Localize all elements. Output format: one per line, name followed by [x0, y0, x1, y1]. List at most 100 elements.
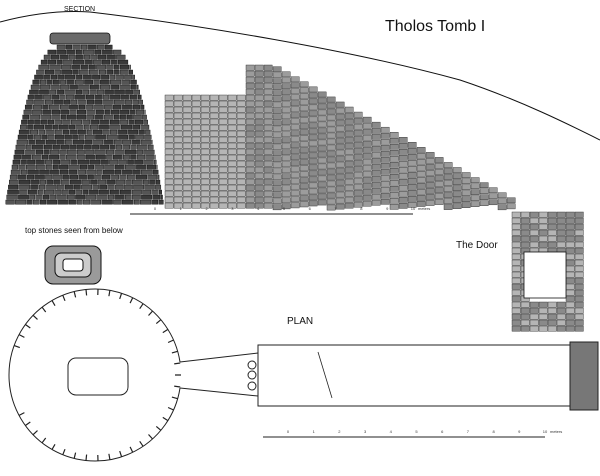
stone — [69, 179, 82, 185]
stone — [326, 204, 336, 211]
stone — [76, 154, 86, 160]
stone — [65, 44, 73, 50]
stone — [109, 119, 120, 125]
stone — [209, 124, 219, 131]
stone — [89, 89, 97, 95]
stone — [109, 159, 119, 165]
stone — [143, 119, 149, 125]
stone — [173, 148, 183, 155]
stone — [106, 64, 114, 70]
stone — [182, 184, 192, 191]
stone — [121, 124, 133, 130]
stone — [227, 160, 237, 167]
stone — [104, 164, 115, 170]
stone — [109, 94, 121, 100]
stone — [112, 104, 122, 110]
stone — [479, 194, 489, 201]
stone — [131, 139, 141, 145]
stone — [380, 126, 390, 133]
stone — [32, 144, 44, 150]
stone — [281, 107, 291, 114]
stone — [574, 217, 584, 224]
stone — [371, 193, 381, 200]
stone — [470, 195, 480, 201]
stone — [254, 106, 264, 113]
stone — [272, 144, 282, 151]
stone — [69, 84, 78, 90]
stone — [49, 89, 57, 95]
stone — [416, 147, 426, 153]
stone — [110, 189, 120, 195]
stone — [29, 114, 41, 120]
stone — [156, 179, 161, 185]
stone — [94, 99, 103, 105]
stone — [398, 149, 408, 155]
stone — [218, 154, 228, 161]
stone — [326, 144, 336, 151]
stone — [115, 179, 126, 185]
stone — [254, 70, 264, 77]
stone — [76, 114, 87, 120]
stone — [182, 154, 192, 161]
stone — [443, 168, 453, 174]
stone — [102, 129, 110, 135]
stone — [227, 190, 237, 197]
stone — [380, 192, 390, 199]
stone — [191, 166, 201, 173]
stone — [520, 217, 530, 224]
stone — [371, 121, 381, 128]
stone — [119, 109, 129, 115]
stone — [140, 104, 145, 110]
stone — [62, 129, 70, 135]
scale-tick-label: 3 — [231, 206, 234, 211]
stone — [511, 313, 521, 320]
stone — [66, 49, 76, 55]
stone — [389, 161, 399, 168]
stone — [100, 74, 110, 80]
stone — [371, 175, 381, 182]
stone — [218, 172, 228, 179]
stone — [254, 148, 264, 155]
stone — [547, 313, 557, 320]
stone — [398, 155, 408, 161]
scale-tick-label: 2 — [338, 429, 341, 434]
stone — [556, 223, 566, 230]
stone — [125, 89, 133, 95]
stone — [398, 161, 408, 167]
stone — [353, 159, 363, 166]
stone — [164, 190, 174, 197]
stone — [236, 172, 246, 179]
stone — [511, 229, 521, 236]
stone — [362, 158, 372, 165]
stone — [209, 166, 219, 173]
stone — [209, 202, 219, 209]
stone — [209, 142, 219, 149]
stone — [43, 54, 51, 60]
stone — [55, 134, 65, 140]
stone — [200, 94, 210, 101]
stone — [263, 202, 273, 209]
stone — [25, 144, 32, 150]
stone — [173, 106, 183, 113]
stone — [335, 155, 345, 162]
stone — [64, 89, 76, 95]
stone — [434, 157, 444, 163]
stone — [565, 301, 575, 308]
stone — [254, 196, 264, 203]
stone — [209, 130, 219, 137]
stone — [149, 179, 156, 185]
stone — [88, 64, 96, 70]
stone — [128, 134, 135, 140]
stone — [556, 211, 566, 218]
stone — [254, 112, 264, 119]
stone — [326, 162, 336, 169]
stone — [245, 70, 255, 77]
stone — [452, 167, 462, 173]
stone — [335, 137, 345, 144]
stone — [191, 184, 201, 191]
stone — [83, 54, 90, 60]
stone — [14, 149, 25, 155]
stone — [131, 189, 142, 195]
stone — [461, 178, 471, 184]
stone — [61, 64, 72, 70]
